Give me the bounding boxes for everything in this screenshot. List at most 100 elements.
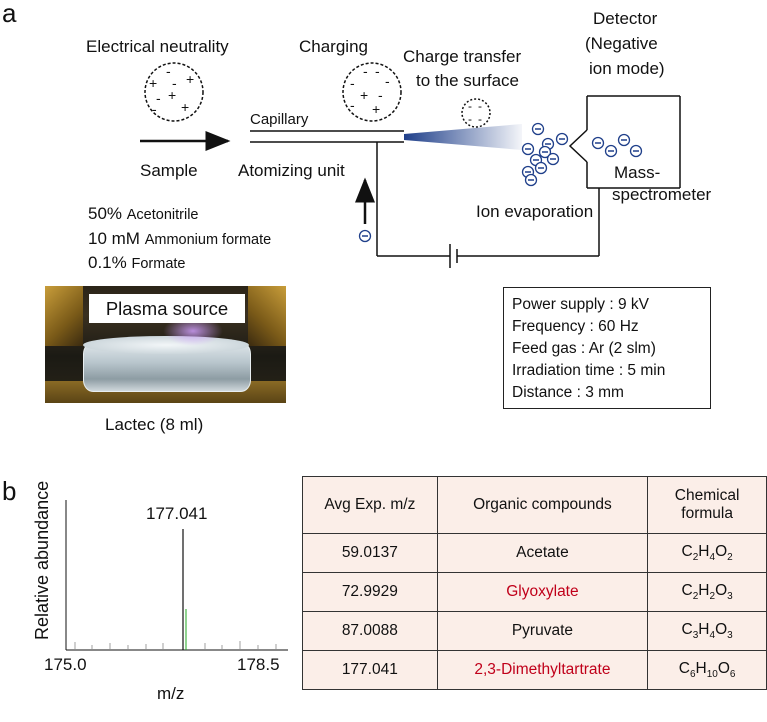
- svg-text:-: -: [350, 75, 355, 91]
- detector-label-1: Detector: [593, 9, 658, 28]
- parameter-row: Feed gas : Ar (2 slm): [512, 340, 656, 357]
- mass-label-1: Mass-: [614, 163, 660, 182]
- parameter-row: Frequency : 60 Hz: [512, 318, 639, 335]
- ion-evaporation-label: Ion evaporation: [476, 202, 593, 221]
- sample-label: Sample: [140, 161, 198, 180]
- formula-count: 6: [689, 669, 696, 681]
- cell-compound: Glyoxylate: [436, 572, 649, 612]
- cell-formula: C3H4O3: [647, 611, 767, 651]
- svg-text:-: -: [385, 73, 390, 89]
- table-header: Chemical formula: [647, 476, 767, 534]
- formula-count: 6: [729, 669, 736, 681]
- formula-count: 2: [709, 591, 716, 603]
- experiment-parameters-box: Power supply : 9 kV Frequency : 60 Hz Fe…: [503, 287, 711, 409]
- svg-text:-: -: [478, 99, 482, 113]
- cell-formula: C6H10O6: [647, 650, 767, 690]
- cell-compound: Pyruvate: [436, 611, 649, 651]
- svg-text:+: +: [360, 87, 368, 103]
- peak-label: 177.041: [146, 504, 207, 523]
- formula-element: O: [715, 581, 728, 599]
- cell-mz: 72.9929: [302, 572, 438, 612]
- panel-a-label: a: [2, 0, 17, 28]
- cell-formula: C2H4O2: [647, 533, 767, 573]
- parameter-row: Irradiation time : 5 min: [512, 362, 666, 379]
- charge-transfer-label-1: Charge transfer: [403, 47, 521, 66]
- photo-caption: Plasma source: [89, 294, 245, 323]
- plasma-source-photo: Plasma source: [45, 286, 286, 403]
- svg-text:+: +: [168, 87, 176, 103]
- cell-compound: Acetate: [436, 533, 649, 573]
- svg-text:+: +: [149, 75, 157, 91]
- detector-inlet: [568, 129, 588, 163]
- spectrum-xlabel: m/z: [157, 684, 184, 703]
- svg-text:+: +: [181, 99, 189, 115]
- table-header-row: Avg Exp. m/z Organic compounds Chemical …: [302, 476, 767, 534]
- photo-label: Lactec (8 ml): [105, 415, 203, 434]
- svg-text:-: -: [478, 112, 482, 126]
- detector-label-3: ion mode): [589, 59, 665, 78]
- svg-text:-: -: [172, 75, 177, 91]
- atomizing-unit-label: Atomizing unit: [238, 161, 345, 180]
- compounds-table-wrap: Avg Exp. m/z Organic compounds Chemical …: [302, 476, 767, 690]
- panel-b-label: b: [2, 476, 16, 506]
- spectrum-ylabel: Relative abundance: [32, 481, 52, 640]
- svg-text:+: +: [186, 71, 194, 87]
- svg-text:+: +: [372, 101, 380, 117]
- formula-element: H: [698, 581, 710, 599]
- svg-text:-: -: [156, 90, 161, 106]
- svg-text:-: -: [166, 63, 171, 79]
- cell-mz: 177.041: [302, 650, 438, 690]
- formula-count: 2: [692, 591, 699, 603]
- spray-cone: [404, 124, 522, 150]
- table-header: Organic compounds: [436, 476, 649, 534]
- electrical-neutrality-label: Electrical neutrality: [86, 37, 229, 56]
- solvent-row: 50% Acetonitrile: [88, 204, 199, 223]
- compounds-table: Avg Exp. m/z Organic compounds Chemical …: [302, 476, 767, 690]
- solvent-row: 10 mM Ammonium formate: [88, 229, 271, 248]
- capillary: [250, 130, 404, 143]
- mass-label-2: spectrometer: [612, 185, 712, 204]
- formula-count: 2: [692, 552, 699, 564]
- formula-element: C: [681, 620, 693, 638]
- formula-element: H: [695, 659, 707, 677]
- power-circuit: [376, 142, 600, 268]
- surface-droplet: - - - -: [461, 98, 491, 128]
- formula-element: O: [715, 542, 728, 560]
- formula-count: 2: [727, 552, 733, 564]
- cell-mz: 87.0088: [302, 611, 438, 651]
- formula-element: O: [717, 659, 730, 677]
- x-min-label: 175.0: [44, 655, 87, 674]
- formula-count: 4: [709, 552, 716, 564]
- formula-element: H: [698, 620, 710, 638]
- electrode-left: [45, 286, 83, 346]
- neutral-droplet: - + - + - + + -: [144, 62, 204, 122]
- charging-label: Charging: [299, 37, 368, 56]
- cell-formula: C2H2O3: [647, 572, 767, 612]
- formula-element: H: [698, 542, 710, 560]
- cell-compound: 2,3-Dimethyltartrate: [436, 650, 649, 690]
- capillary-label: Capillary: [250, 111, 309, 128]
- svg-text:-: -: [350, 97, 355, 113]
- formula-count: 3: [692, 630, 699, 642]
- charged-droplet: - - - - + - - +: [342, 62, 402, 122]
- cell-mz: 59.0137: [302, 533, 438, 573]
- svg-text:-: -: [363, 63, 368, 79]
- formula-count: 4: [709, 630, 716, 642]
- electrode-right: [248, 286, 286, 346]
- formula-element: C: [681, 542, 693, 560]
- parameter-row: Distance : 3 mm: [512, 384, 624, 401]
- formula-count: 3: [727, 630, 733, 642]
- formula-count: 10: [706, 669, 718, 681]
- svg-text:-: -: [468, 112, 472, 126]
- table-header: Avg Exp. m/z: [302, 476, 438, 534]
- svg-text:-: -: [468, 99, 472, 113]
- solvent-composition: 50% Acetonitrile 10 mM Ammonium formate …: [88, 204, 271, 272]
- petri-dish-surface: [83, 336, 249, 354]
- charge-transfer-label-2: to the surface: [416, 71, 519, 90]
- noise-peaks: [74, 641, 277, 650]
